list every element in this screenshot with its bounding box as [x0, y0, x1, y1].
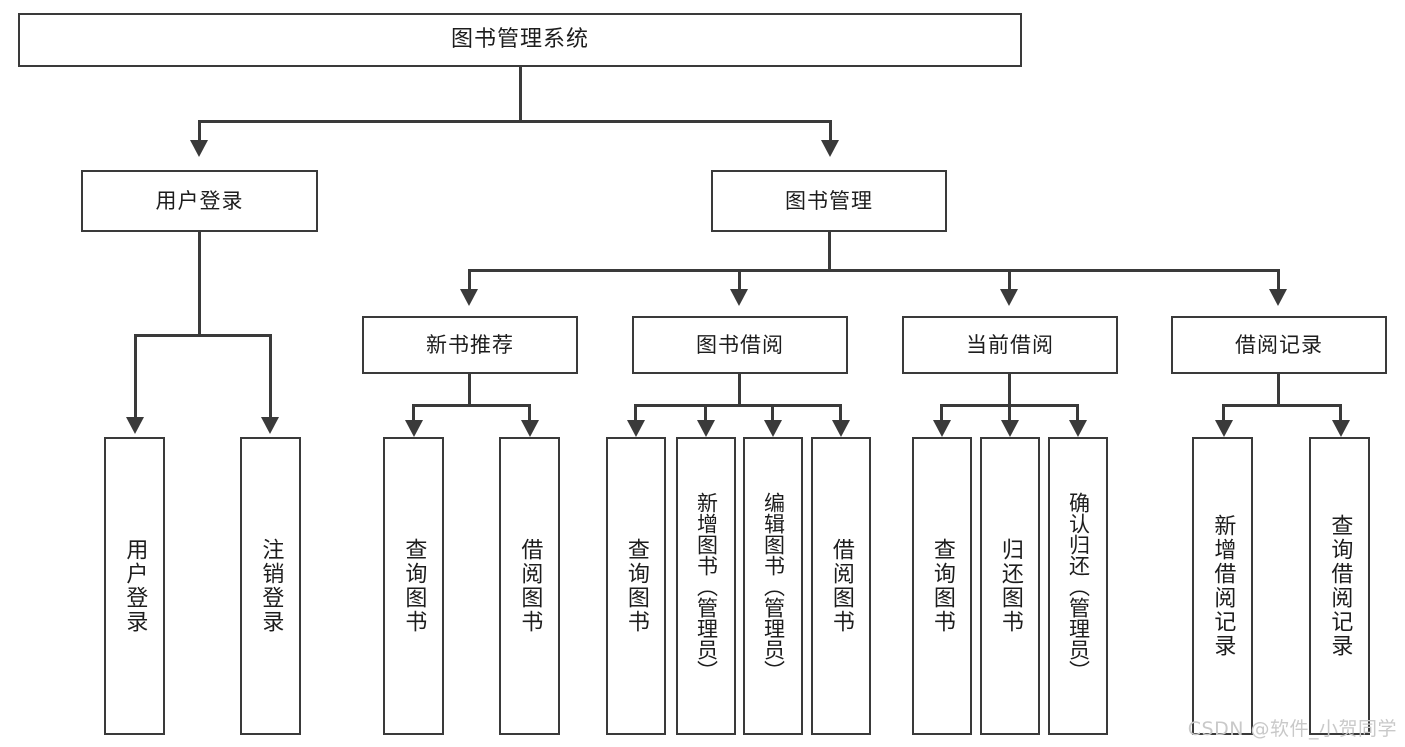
leaf-borrow-record-add[interactable]: 新增借阅记录 [1192, 437, 1253, 735]
connector-new-book-stem [468, 374, 471, 406]
connector-current-borrow-child-3 [1076, 404, 1079, 422]
node-user-login[interactable]: 用户登录 [81, 170, 318, 232]
arrow-new-book-child-1 [405, 420, 423, 437]
connector-borrow-record-bar [1222, 404, 1342, 407]
connector-current-borrow-child-1 [940, 404, 943, 422]
connector-root-bar [198, 120, 832, 123]
node-label: 图书借阅 [696, 332, 784, 357]
connector-book-manage-stem [828, 232, 831, 272]
leaf-current-borrow-query[interactable]: 查询图书 [912, 437, 972, 735]
arrow-book-borrow-child-4 [832, 420, 850, 437]
arrow-current-borrow-child-1 [933, 420, 951, 437]
connector-to-current-borrow [1008, 269, 1011, 291]
connector-root-stem [519, 67, 522, 122]
leaf-book-borrow-query[interactable]: 查询图书 [606, 437, 666, 735]
arrow-book-borrow-child-2 [697, 420, 715, 437]
node-new-book-recommend[interactable]: 新书推荐 [362, 316, 578, 374]
connector-book-borrow-child-4 [839, 404, 842, 422]
connector-user-login-child-1 [134, 334, 137, 419]
node-label: 查询借阅记录 [1327, 514, 1353, 658]
node-label: 用户登录 [155, 188, 244, 213]
node-label: 图书管理系统 [450, 27, 589, 53]
connector-user-login-stem [198, 232, 201, 337]
leaf-user-login-logout[interactable]: 注销登录 [240, 437, 301, 735]
arrow-to-book-borrow [730, 289, 748, 306]
node-root-system[interactable]: 图书管理系统 [18, 13, 1022, 67]
leaf-book-borrow-edit[interactable]: 编辑图书（管理员） [743, 437, 803, 735]
node-label: 编辑图书（管理员） [761, 491, 786, 681]
arrow-new-book-child-2 [521, 420, 539, 437]
connector-book-manage-bar [468, 269, 1280, 272]
connector-current-borrow-child-2 [1008, 404, 1011, 422]
arrow-book-borrow-child-1 [627, 420, 645, 437]
connector-book-borrow-child-1 [634, 404, 637, 422]
arrow-user-login-child-1 [126, 417, 144, 434]
connector-book-borrow-child-3 [771, 404, 774, 422]
connector-to-new-book [468, 269, 471, 291]
node-label: 图书管理 [785, 188, 873, 213]
arrow-to-user-login [190, 140, 208, 157]
node-label: 新增图书（管理员） [694, 491, 719, 681]
connector-to-book-manage [829, 120, 832, 142]
arrow-borrow-record-child-1 [1215, 420, 1233, 437]
leaf-book-borrow-borrow[interactable]: 借阅图书 [811, 437, 871, 735]
leaf-book-borrow-add[interactable]: 新增图书（管理员） [676, 437, 736, 735]
node-label: 查询图书 [623, 538, 649, 634]
node-current-borrow[interactable]: 当前借阅 [902, 316, 1118, 374]
connector-user-login-bar [134, 334, 272, 337]
arrow-borrow-record-child-2 [1332, 420, 1350, 437]
connector-borrow-record-stem [1277, 374, 1280, 406]
leaf-new-book-borrow[interactable]: 借阅图书 [499, 437, 560, 735]
node-book-borrow[interactable]: 图书借阅 [632, 316, 848, 374]
connector-current-borrow-stem [1008, 374, 1011, 406]
node-label: 查询图书 [401, 538, 427, 634]
connector-book-borrow-stem [738, 374, 741, 406]
arrow-book-borrow-child-3 [764, 420, 782, 437]
node-label: 借阅记录 [1235, 332, 1323, 357]
arrow-current-borrow-child-3 [1069, 420, 1087, 437]
node-label: 查询图书 [929, 538, 955, 634]
arrow-current-borrow-child-2 [1001, 420, 1019, 437]
connector-book-borrow-bar [634, 404, 842, 407]
node-label: 新增借阅记录 [1210, 514, 1236, 658]
node-borrow-record[interactable]: 借阅记录 [1171, 316, 1387, 374]
node-label: 借阅图书 [828, 538, 854, 634]
node-label: 新书推荐 [426, 332, 514, 357]
connector-to-user-login [198, 120, 201, 142]
leaf-user-login-login[interactable]: 用户登录 [104, 437, 165, 735]
leaf-new-book-query[interactable]: 查询图书 [383, 437, 444, 735]
leaf-current-borrow-confirm[interactable]: 确认归还（管理员） [1048, 437, 1108, 735]
connector-to-borrow-record [1277, 269, 1280, 291]
node-label: 归还图书 [997, 538, 1023, 634]
node-label: 用户登录 [122, 538, 148, 634]
arrow-to-current-borrow [1000, 289, 1018, 306]
node-label: 借阅图书 [517, 538, 543, 634]
arrow-to-book-manage [821, 140, 839, 157]
node-label: 当前借阅 [966, 332, 1054, 357]
arrow-to-new-book [460, 289, 478, 306]
connector-borrow-record-child-1 [1222, 404, 1225, 422]
node-book-management[interactable]: 图书管理 [711, 170, 947, 232]
connector-new-book-child-1 [412, 404, 415, 422]
connector-borrow-record-child-2 [1339, 404, 1342, 422]
connector-book-borrow-child-2 [704, 404, 707, 422]
arrow-user-login-child-2 [261, 417, 279, 434]
connector-new-book-child-2 [528, 404, 531, 422]
connector-user-login-child-2 [269, 334, 272, 419]
connector-new-book-bar [412, 404, 531, 407]
leaf-borrow-record-query[interactable]: 查询借阅记录 [1309, 437, 1370, 735]
arrow-to-borrow-record [1269, 289, 1287, 306]
leaf-current-borrow-return[interactable]: 归还图书 [980, 437, 1040, 735]
connector-to-book-borrow [738, 269, 741, 291]
node-label: 注销登录 [258, 538, 284, 634]
node-label: 确认归还（管理员） [1066, 491, 1091, 681]
